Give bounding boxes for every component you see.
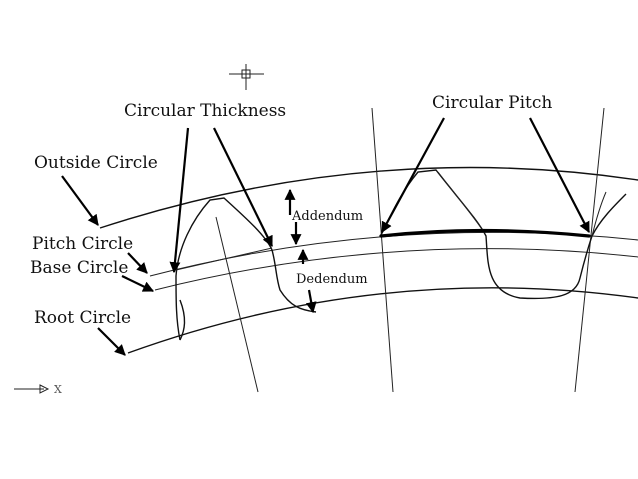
outside-circle-arc [99,166,638,229]
radial-line-3 [574,107,605,393]
tooth-2-right-edge [591,191,607,237]
pitch-circle-arc [149,231,638,277]
label-dedendum: Dedendum [296,272,368,287]
base-circle-leader [121,275,154,292]
label-circular-pitch: Circular Pitch [432,93,552,113]
x-axis-indicator-icon [14,384,50,394]
tooth-1-root-fillet [179,299,186,341]
pitch-circle-leader [127,252,148,274]
label-pitch-circle: Pitch Circle [32,234,133,254]
root-circle-leader [97,327,126,356]
label-outside-circle: Outside Circle [34,153,158,173]
circular-thickness-leader-left [169,127,190,274]
circular-pitch-leader-right [529,117,590,233]
gear-tooth-1 [175,197,317,341]
label-addendum: Addendum [291,209,363,224]
circular-pitch-span [379,228,591,238]
root-circle-arc [127,287,638,354]
label-root-circle: Root Circle [34,308,131,328]
label-circular-thickness: Circular Thickness [124,101,286,121]
label-base-circle: Base Circle [30,258,128,278]
dedendum-dim-line-lower [305,289,317,314]
circular-pitch-leader-left [381,117,445,233]
axis-x-label: X [54,383,62,396]
tooth-2-inner-edge [437,171,485,233]
radial-line-2 [371,107,394,393]
gear-tooth-2 [379,169,627,300]
thickness-underline [175,247,273,271]
outside-circle-leader [61,175,99,226]
crosshair-cursor-icon [229,64,264,90]
radial-line-1 [215,216,259,393]
base-circle-arc [154,248,638,291]
circular-thickness-leader-right [213,127,273,247]
